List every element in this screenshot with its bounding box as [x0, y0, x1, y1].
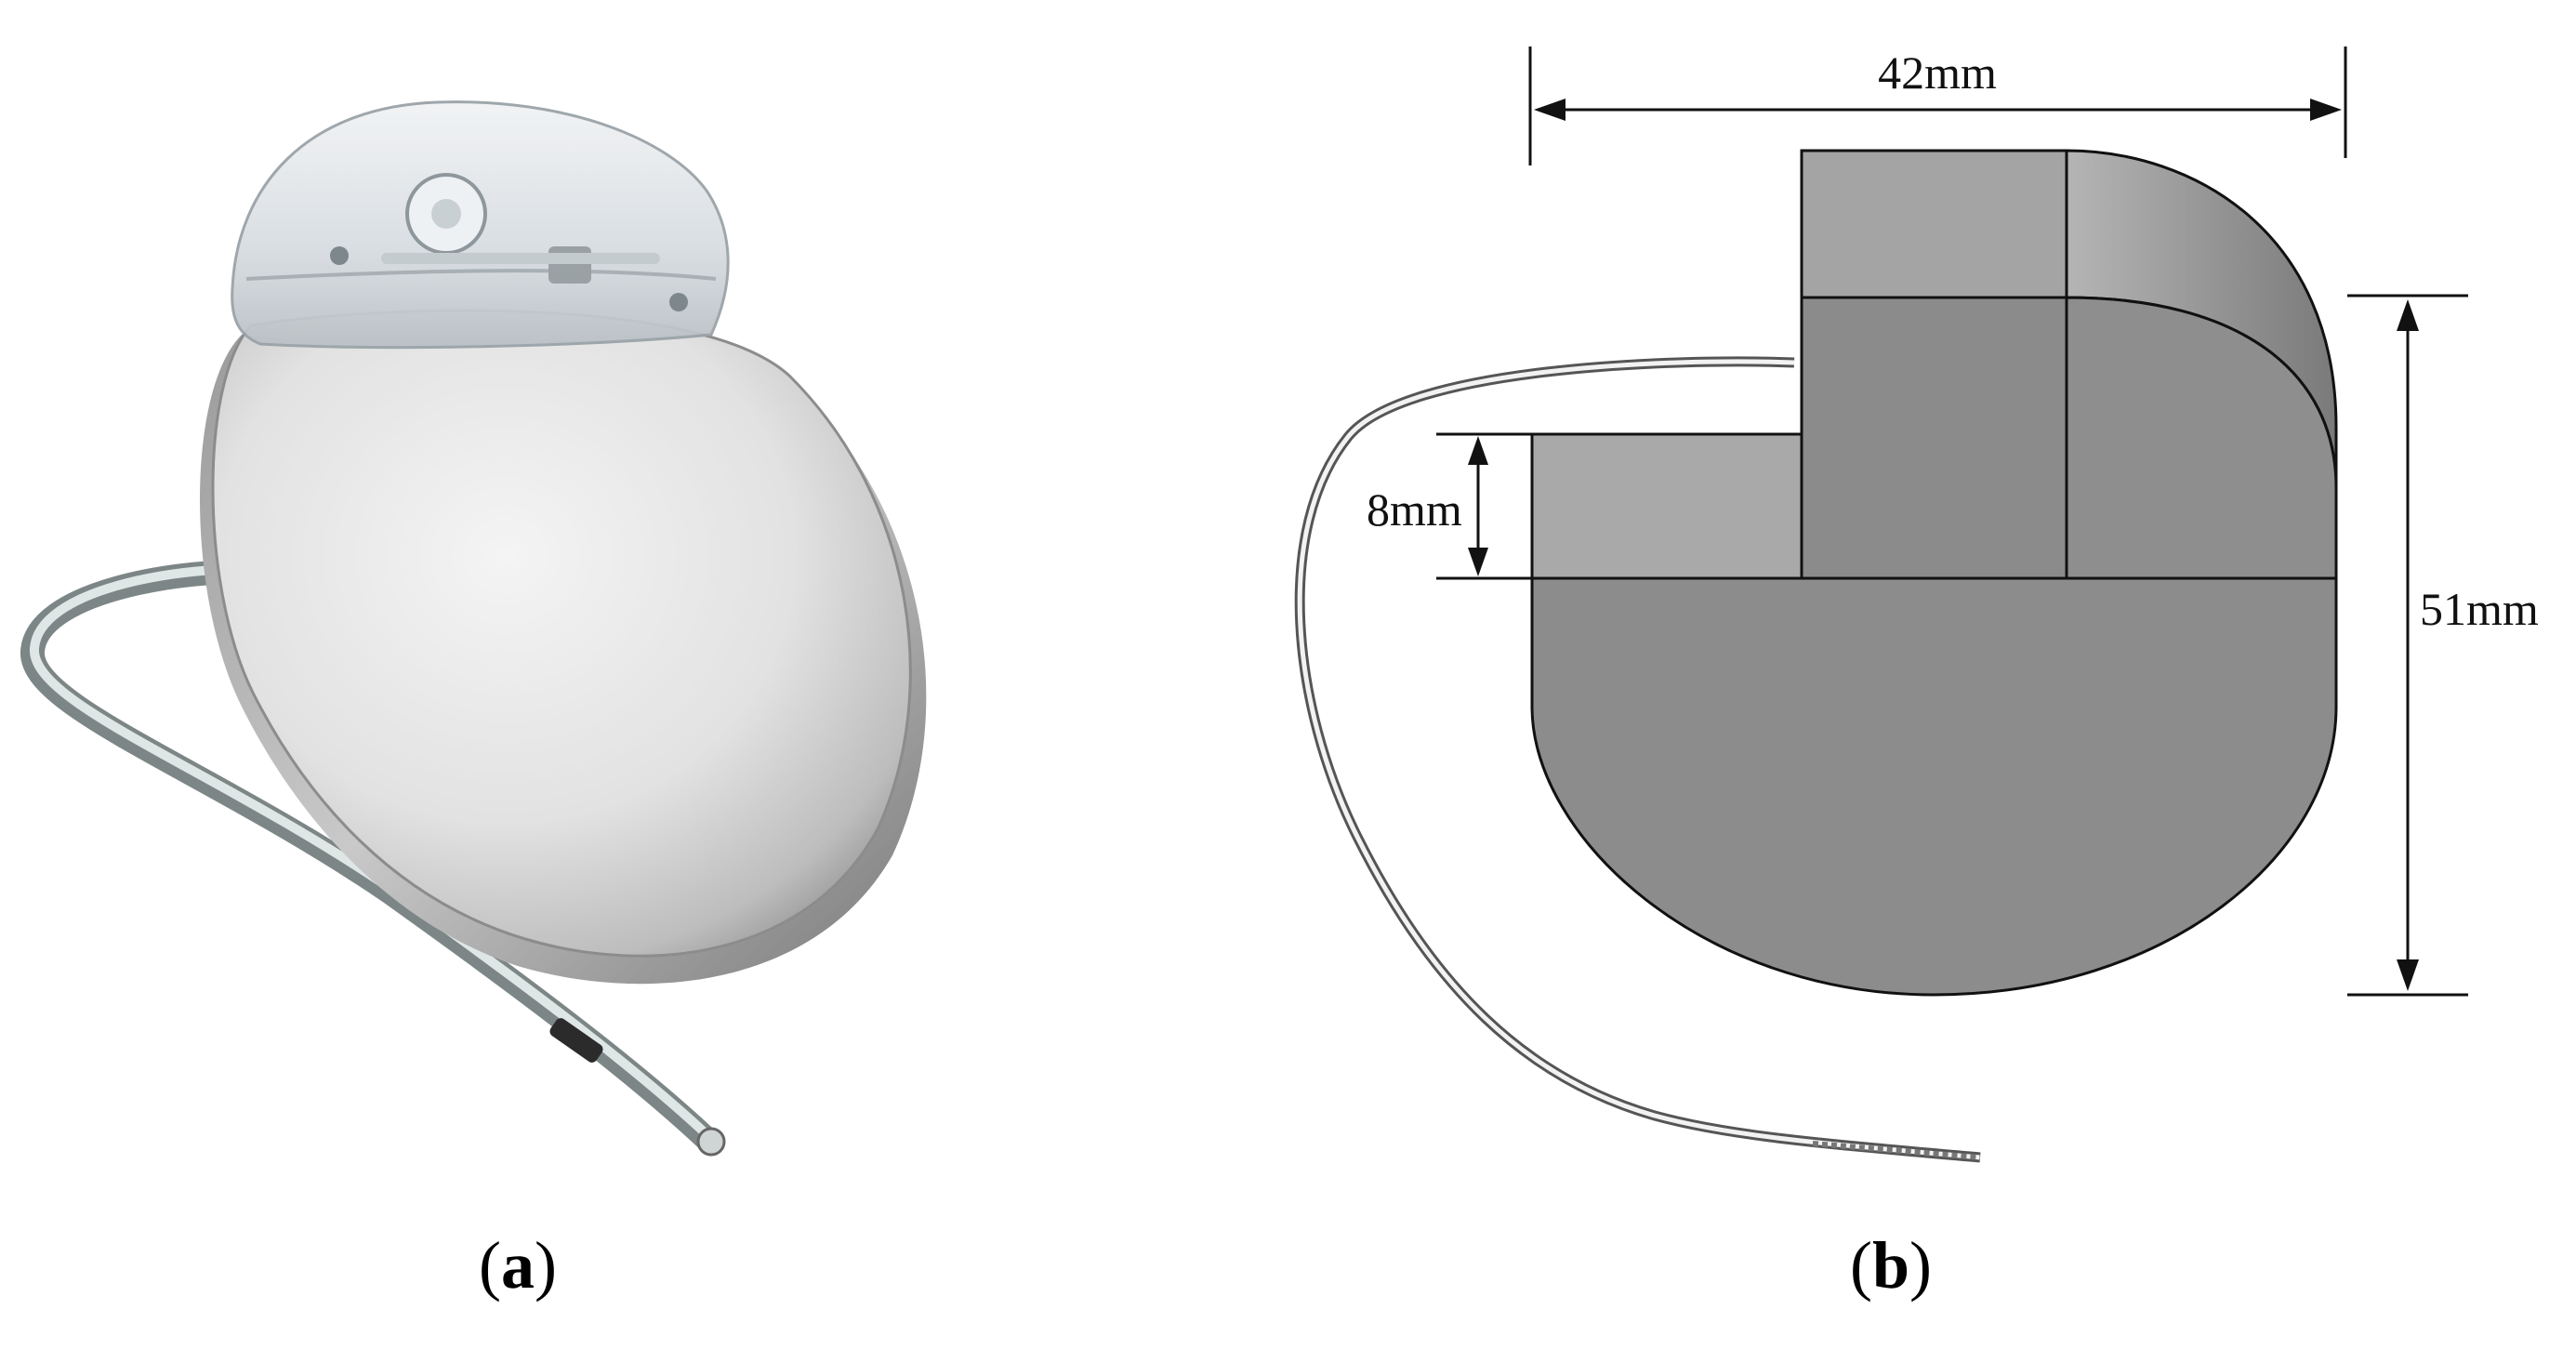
dim-51-arrow-bottom-icon: [2397, 959, 2419, 991]
connector-block: [548, 246, 591, 284]
dim-42-arrow-left-icon: [1534, 99, 1565, 121]
cad-curved-front: [2065, 296, 2338, 580]
dim-51-label: 51mm: [2420, 583, 2539, 635]
cad-upper-block-front: [1800, 296, 2068, 580]
set-screw-center-icon: [431, 199, 461, 229]
dim-42-arrow-right-icon: [2310, 99, 2342, 121]
dim-8-label: 8mm: [1367, 483, 1462, 536]
pacemaker-illustration: [20, 100, 927, 1157]
caption-a: (a): [479, 1228, 557, 1303]
dim-8-arrow-bottom-icon: [1468, 548, 1488, 576]
connector-bore: [381, 253, 660, 264]
panel-b-dimension-diagram: 42mm 51mm 8mm (b): [1209, 0, 2576, 1349]
header-pin-icon: [330, 246, 349, 265]
dim-42-label: 42mm: [1878, 46, 1997, 99]
cad-lead-wire-inner: [1297, 359, 1981, 1160]
header-pin-icon-2: [669, 293, 688, 311]
lead-electrode: [549, 1018, 603, 1063]
pacemaker-cad-model: 42mm 51mm 8mm: [1294, 46, 2539, 1163]
panel-a-pacemaker-photo: (a): [0, 0, 1209, 1349]
cad-body-lower: [1530, 576, 2338, 997]
cad-lead-tip: [1812, 1141, 1981, 1160]
dim-51-arrow-top-icon: [2397, 299, 2419, 331]
lead-tip-icon: [696, 1127, 726, 1157]
caption-b: (b): [1850, 1228, 1933, 1303]
cad-upper-block-top: [1800, 149, 2068, 299]
cad-step-block: [1530, 432, 1803, 580]
lead-wire-highlight: [29, 563, 713, 1141]
dim-8-arrow-top-icon: [1468, 436, 1488, 465]
header-inner-band: [245, 269, 717, 281]
